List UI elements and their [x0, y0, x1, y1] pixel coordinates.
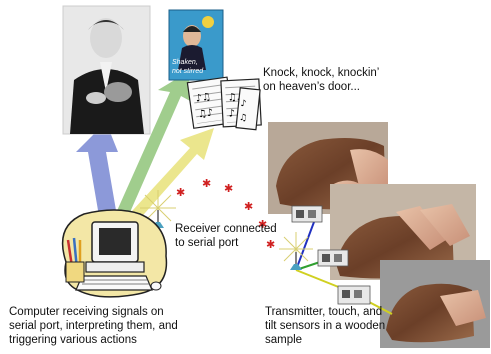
svg-text:✱: ✱: [224, 182, 233, 195]
svg-text:♪♫: ♪♫: [195, 92, 212, 105]
sensor-board-1: [292, 206, 322, 222]
svg-text:✱: ✱: [202, 177, 211, 190]
movie-poster: Shaken, not stirred: [169, 10, 223, 80]
sensor-board-2: [318, 250, 348, 266]
receiver-caption: Receiver connected to serial port: [175, 222, 325, 250]
computer-caption: Computer receiving signals on serial por…: [9, 305, 249, 347]
godfather-photo: [63, 6, 150, 134]
poster-subtitle: not stirred: [172, 68, 204, 75]
svg-text:♫♪: ♫♪: [197, 107, 214, 120]
arrow-to-godfather: [76, 122, 118, 222]
sensor-board-3: [338, 286, 370, 304]
song-caption: Knock, knock, knockin’ on heaven’s door.…: [263, 66, 473, 94]
computer-clipart: [63, 210, 167, 297]
svg-text:✱: ✱: [244, 200, 253, 213]
music-sheets-icon: ♪♫ ♫♪ ♫♪ ♪♫ ♪ ♫: [187, 77, 261, 130]
svg-text:♫: ♫: [239, 113, 248, 124]
transmitter-caption: Transmitter, touch, and tilt sensors in …: [265, 305, 435, 347]
svg-text:✱: ✱: [176, 186, 185, 199]
svg-text:♪: ♪: [240, 99, 247, 110]
poster-title: Shaken,: [172, 59, 198, 66]
